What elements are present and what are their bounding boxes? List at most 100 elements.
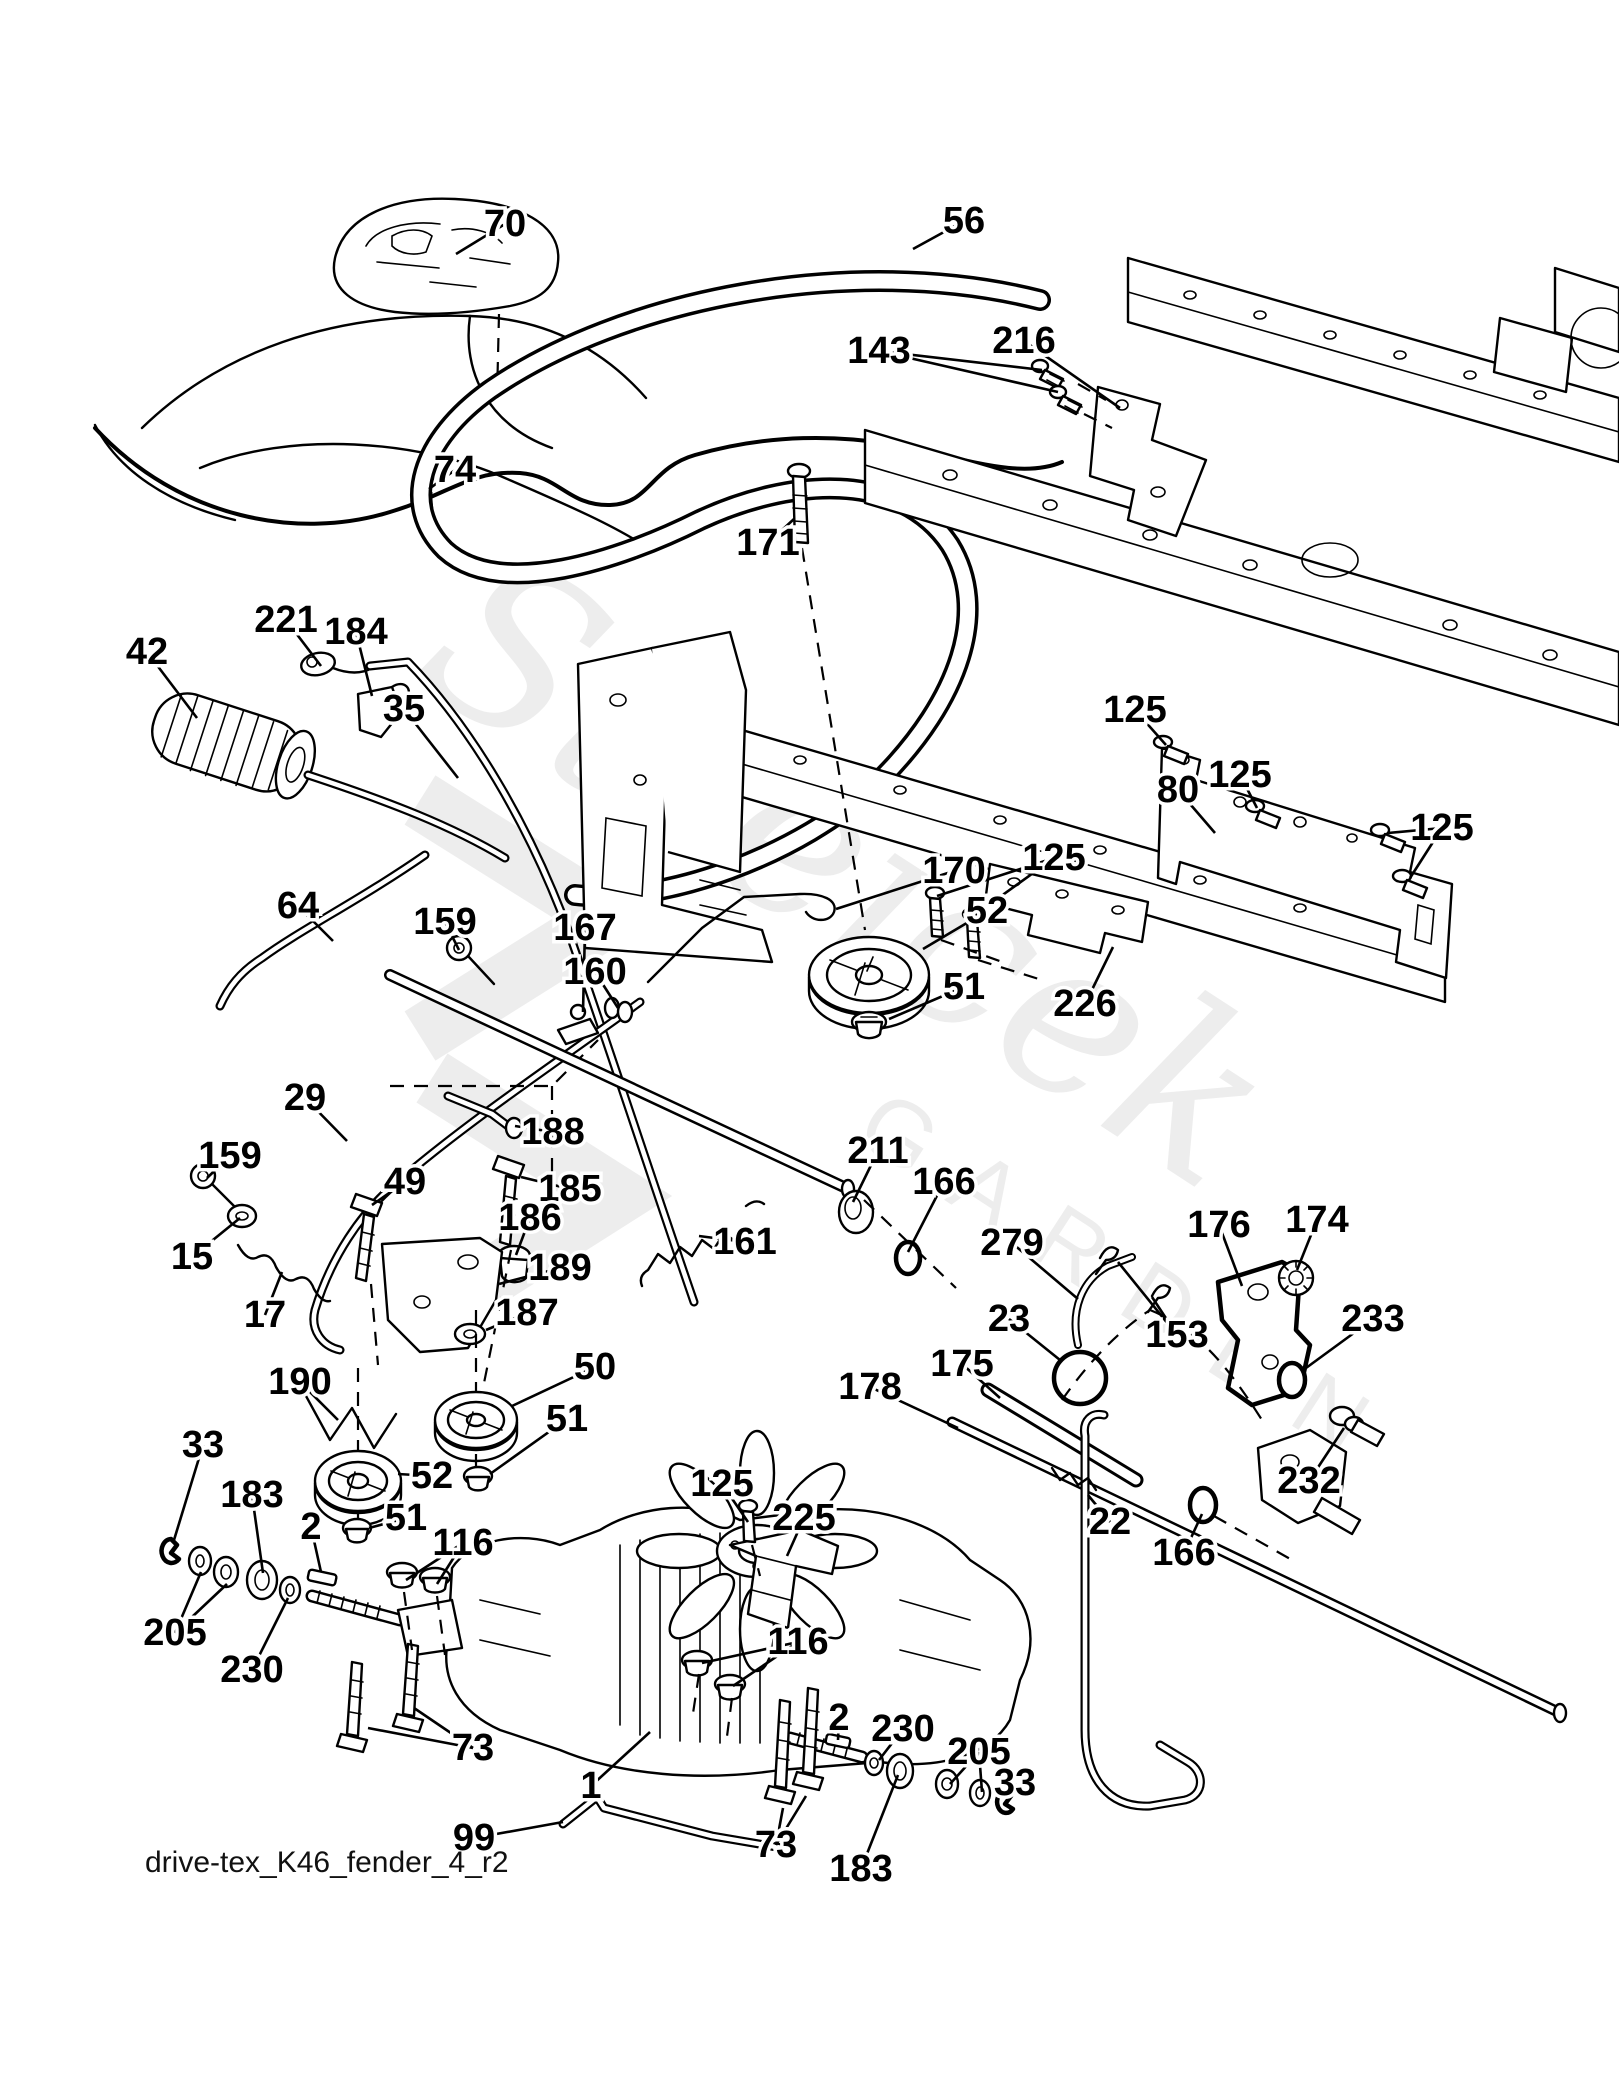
leader-line	[309, 1526, 323, 1573]
bolt-171-axis-dash	[800, 547, 867, 931]
key-2-left	[306, 1568, 338, 1587]
leader-line	[435, 1542, 465, 1585]
part-label-161-33: 161	[713, 1221, 776, 1263]
bracket-216-group	[1030, 358, 1208, 538]
leader-line	[489, 1417, 568, 1476]
leader-line	[581, 927, 587, 1013]
leader-line	[1008, 1317, 1061, 1362]
leader-line	[354, 631, 374, 697]
leader-line	[284, 619, 323, 667]
part-label-186-30: 186	[498, 1197, 561, 1239]
idler-bracket-189-group	[349, 1154, 532, 1389]
shift-linkage-group	[151, 651, 699, 1355]
o-ring-166-pedal	[1187, 1485, 1219, 1525]
bolt-232	[1328, 1405, 1386, 1448]
spacer-183-right	[885, 1752, 915, 1790]
part-label-125-18: 125	[1022, 837, 1085, 879]
chassis-frame	[576, 256, 1619, 1004]
leader-line	[971, 856, 1055, 919]
leader-line	[912, 219, 965, 251]
engine-mount-corner	[1553, 266, 1619, 354]
leader-line	[922, 909, 988, 951]
linkage-dash-a	[390, 1039, 599, 1088]
part-label-99-67: 99	[453, 1817, 495, 1859]
leader-line	[520, 1175, 571, 1191]
frame-rail-mid-holes	[942, 469, 1558, 661]
part-label-225-55: 225	[772, 1497, 835, 1539]
o-ring-233	[1276, 1360, 1308, 1400]
left-axle-washers	[159, 1536, 338, 1605]
bracket-216	[1088, 385, 1208, 538]
frame-rail-front-holes	[693, 725, 1307, 913]
rod-22	[1079, 1409, 1205, 1811]
pivot-167	[556, 1003, 600, 1046]
leader-line	[297, 905, 334, 942]
leader-line	[1217, 1224, 1244, 1287]
part-label-143-2: 143	[847, 330, 910, 372]
part-label-233-41: 233	[1341, 1298, 1404, 1340]
bushing-186	[496, 1244, 532, 1284]
leader-line	[250, 1494, 265, 1574]
frame-rail-rear	[1126, 256, 1619, 464]
part-label-159-20: 159	[413, 901, 476, 943]
leader-line	[701, 1640, 799, 1665]
part-label-171-5: 171	[736, 522, 799, 564]
leader-line	[835, 869, 955, 911]
bracket-226	[983, 862, 1150, 955]
part-label-49-28: 49	[384, 1161, 426, 1203]
part-label-17-32: 17	[244, 1294, 286, 1336]
idler-pulley-50	[433, 1390, 519, 1463]
e-clip-33-left	[159, 1536, 182, 1566]
plate-80	[1156, 746, 1454, 980]
leader-line	[878, 349, 1043, 372]
bolt-185	[491, 1154, 526, 1247]
part-label-73-69: 73	[755, 1824, 797, 1866]
part-label-183-49: 183	[220, 1474, 283, 1516]
diagram-filename: drive-tex_K46_fender_4_r2	[145, 1846, 509, 1879]
leader-line	[250, 1597, 290, 1671]
belt-keeper-190	[304, 1394, 398, 1450]
part-label-211-25: 211	[847, 1130, 908, 1172]
leader-line	[869, 1385, 959, 1430]
o-ring-23	[1051, 1349, 1109, 1407]
part-label-56-1: 56	[943, 200, 985, 242]
leader-lines-layer	[145, 219, 1444, 1870]
part-label-188-24: 188	[521, 1111, 584, 1153]
part-label-125-13: 125	[1410, 807, 1473, 849]
leader-line	[1305, 1317, 1374, 1370]
part-label-189-34: 189	[528, 1247, 591, 1289]
leader-line	[593, 971, 620, 1009]
part-label-176-37: 176	[1187, 1204, 1250, 1246]
leader-line	[397, 1472, 433, 1478]
leader-line	[888, 985, 965, 1021]
spring-17	[236, 1243, 332, 1303]
leader-line	[836, 1717, 841, 1741]
cross-shaft-group	[384, 969, 957, 1289]
part-label-33-47: 33	[182, 1424, 224, 1466]
part-label-159-27: 159	[198, 1135, 261, 1177]
leader-line	[443, 921, 461, 951]
leader-line	[785, 1517, 806, 1557]
star-washer-174	[1277, 1259, 1315, 1297]
part-label-64-19: 64	[277, 885, 319, 927]
part-label-29-23: 29	[284, 1077, 326, 1119]
belt-guide-170	[646, 892, 836, 984]
part-label-166-58: 166	[1152, 1532, 1215, 1574]
leader-line	[1177, 789, 1216, 834]
o-ring-166-shaft	[893, 1239, 923, 1277]
screws-143	[1030, 358, 1083, 416]
leader-line	[1387, 826, 1443, 835]
part-184	[356, 685, 403, 739]
part-label-160-22: 160	[563, 951, 626, 993]
leader-line	[263, 1271, 284, 1316]
part-label-116-60: 116	[767, 1621, 828, 1663]
part-label-170-14: 170	[922, 850, 985, 892]
washers-160	[603, 996, 634, 1024]
pedal-dash-guides	[1061, 1308, 1263, 1421]
leader-line	[1007, 1782, 1017, 1800]
bolt-49	[349, 1192, 384, 1283]
leader-line	[1307, 1427, 1346, 1482]
leader-line	[720, 1483, 750, 1523]
part-label-33-65: 33	[994, 1762, 1036, 1804]
part-label-2-62: 2	[828, 1697, 849, 1739]
